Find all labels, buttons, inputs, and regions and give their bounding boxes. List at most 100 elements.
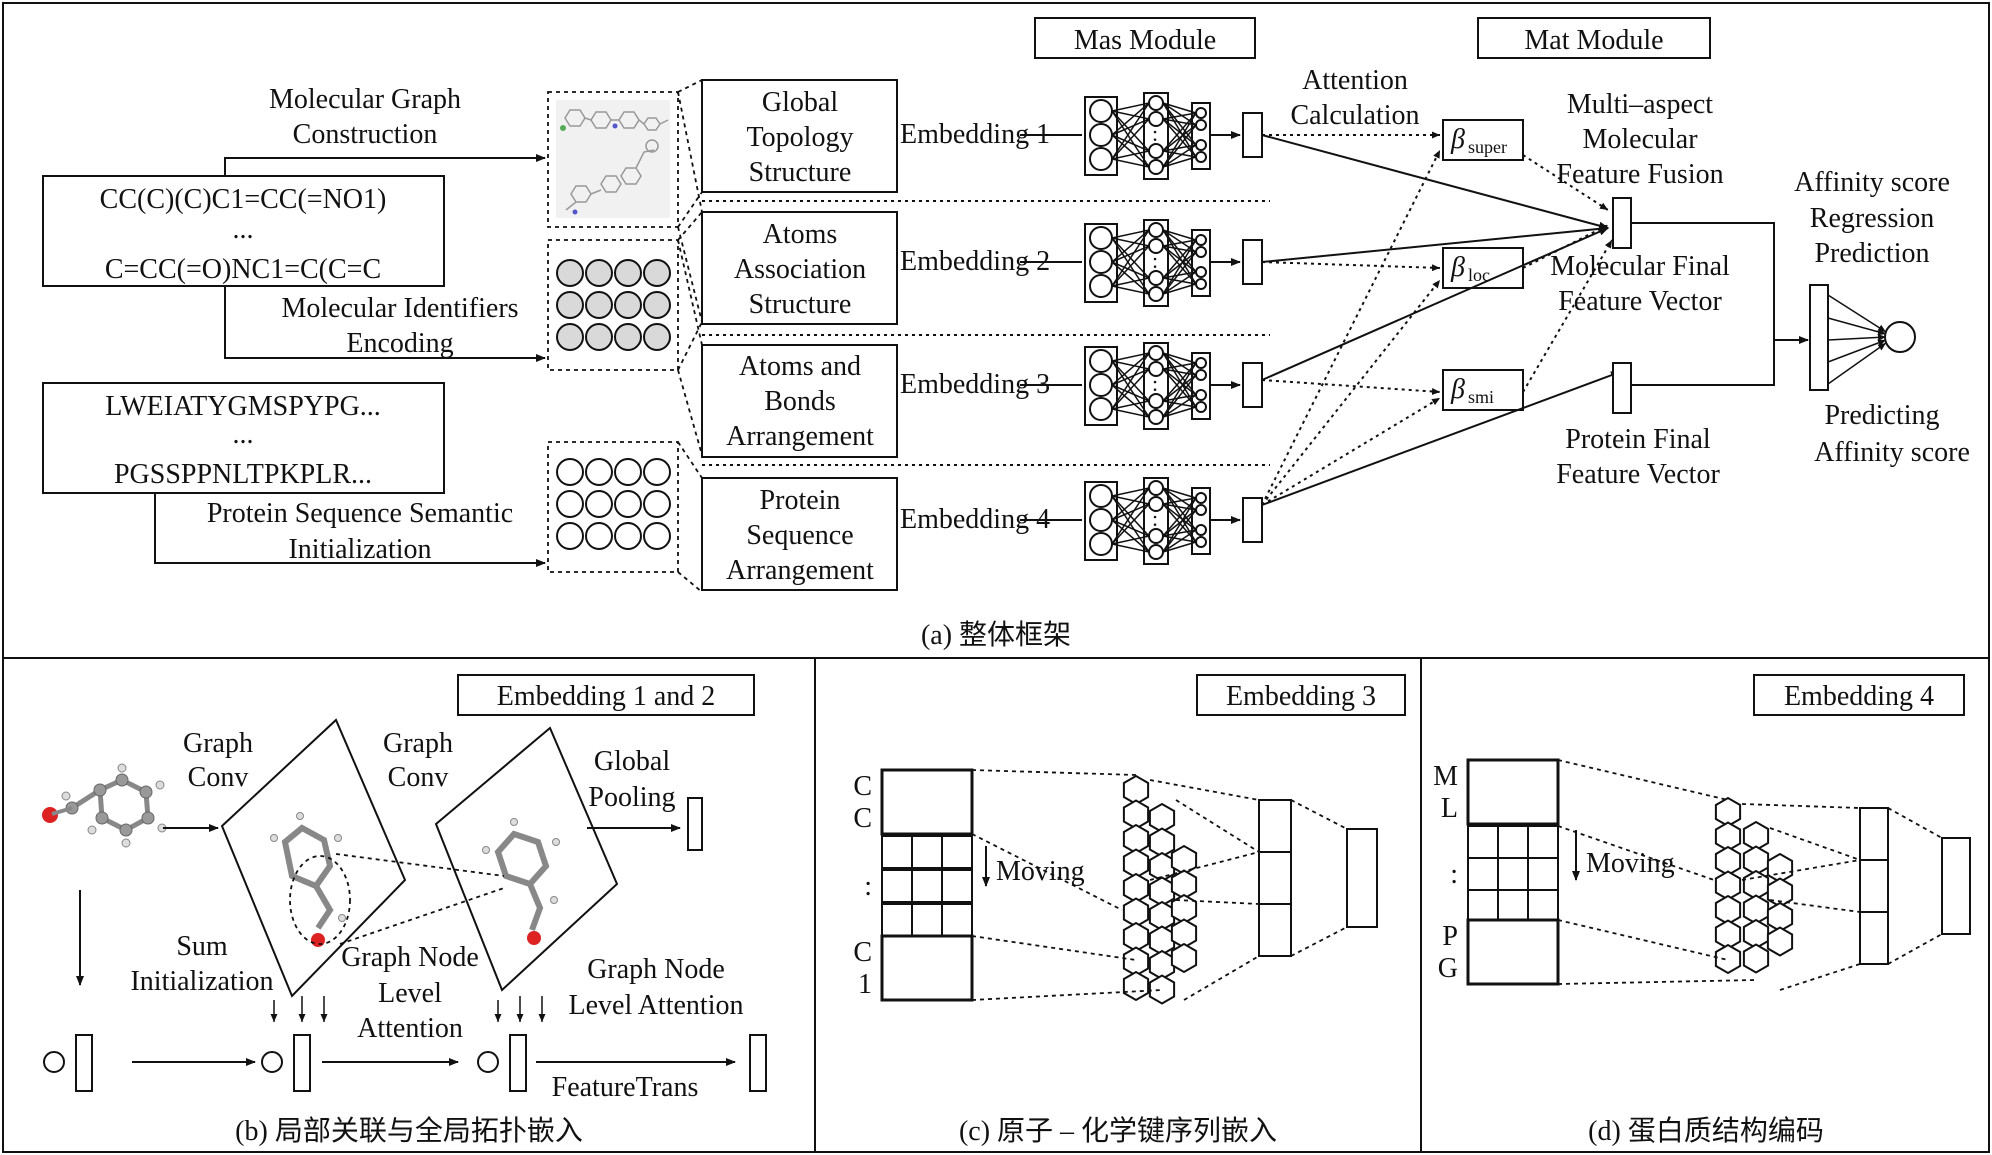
fusion-label-2: Molecular bbox=[1582, 124, 1698, 155]
projection-dash bbox=[1149, 779, 1260, 801]
protein-line-2: PGSSPPNLTPKPLR... bbox=[114, 459, 372, 490]
graph-construction-label-1: Molecular Graph bbox=[269, 84, 461, 115]
connection bbox=[1162, 251, 1197, 295]
svg-text:Atoms: Atoms bbox=[763, 219, 838, 250]
smiles-line-2: C=CC(=O)NC1=C(C=C bbox=[105, 254, 381, 285]
embedding-row: Embedding 4: bbox=[900, 477, 1263, 565]
neuron bbox=[1148, 544, 1164, 560]
graph-conv-card-1 bbox=[220, 718, 407, 998]
identifier-node bbox=[614, 259, 642, 287]
token-label: M bbox=[1433, 761, 1458, 792]
panel-b-title-box bbox=[457, 674, 755, 716]
neuron bbox=[1195, 234, 1207, 246]
final-vector bbox=[1941, 837, 1971, 935]
graph-construction-arrow bbox=[224, 154, 546, 176]
neuron bbox=[1148, 159, 1164, 175]
svg-text:loc: loc bbox=[1468, 265, 1490, 285]
neuron bbox=[1089, 532, 1113, 556]
panel-c-title: Embedding 3 bbox=[1226, 681, 1376, 712]
connection bbox=[1111, 535, 1150, 545]
neuron bbox=[1195, 151, 1207, 163]
projection-dash bbox=[1741, 803, 1861, 809]
connection bbox=[1111, 102, 1150, 160]
connection bbox=[1162, 406, 1197, 418]
token-label: L bbox=[1441, 793, 1458, 824]
conv-hexagon bbox=[1122, 970, 1150, 1002]
neuron bbox=[1195, 107, 1207, 119]
neuron bbox=[1089, 250, 1113, 274]
neuron bbox=[1195, 401, 1207, 413]
sum-init-label-2: Initialization bbox=[130, 966, 273, 997]
token-label: P bbox=[1442, 921, 1458, 952]
window-bottom bbox=[880, 934, 974, 1002]
node-attention-1-label-2: Level bbox=[378, 978, 442, 1009]
connection bbox=[1111, 368, 1150, 386]
connection bbox=[1162, 497, 1197, 537]
sum-init-label-1: Sum bbox=[176, 931, 228, 962]
regression-label-2: Regression bbox=[1810, 203, 1934, 234]
panel-d-moving-label: Moving bbox=[1586, 848, 1675, 879]
prot-final-label-2: Feature Vector bbox=[1556, 459, 1720, 490]
connection bbox=[1111, 229, 1150, 287]
identifier-encoding-label-1: Molecular Identifiers bbox=[281, 293, 518, 324]
protein-node bbox=[585, 458, 613, 486]
embedding-vector bbox=[1242, 497, 1263, 543]
connection bbox=[1111, 229, 1150, 239]
token-cell bbox=[1497, 825, 1529, 859]
projection-dash bbox=[1290, 799, 1348, 830]
connection bbox=[1162, 283, 1197, 295]
svg-text:super: super bbox=[1468, 137, 1507, 157]
connection bbox=[1162, 112, 1197, 168]
connection bbox=[1162, 156, 1197, 168]
connection bbox=[1162, 400, 1197, 408]
projection-dash bbox=[1741, 859, 1861, 881]
neuron bbox=[1148, 528, 1164, 544]
conv-hexagon bbox=[1766, 926, 1794, 957]
svg-text:Structure: Structure bbox=[749, 157, 852, 188]
svg-text:Structure: Structure bbox=[749, 289, 852, 320]
molecule-drawing bbox=[556, 100, 670, 218]
projection-dash bbox=[971, 769, 1137, 776]
panel-d-title-box bbox=[1753, 674, 1965, 716]
connection bbox=[1111, 384, 1150, 418]
connection bbox=[1111, 118, 1150, 160]
protein-node bbox=[556, 458, 584, 486]
connection bbox=[1111, 110, 1150, 120]
neuron bbox=[1195, 278, 1207, 290]
token-cell bbox=[941, 903, 973, 937]
token-label: : bbox=[1450, 859, 1458, 890]
connection bbox=[1162, 497, 1197, 505]
connection bbox=[1162, 352, 1197, 396]
protein-seq-box bbox=[42, 382, 445, 494]
connection bbox=[1162, 239, 1197, 295]
smiles-ellipsis: ... bbox=[233, 214, 254, 245]
regression-label-1: Affinity score bbox=[1794, 167, 1950, 198]
attention-label-2: Calculation bbox=[1290, 100, 1419, 131]
identifier-node bbox=[614, 323, 642, 351]
conv-output-cell bbox=[1859, 807, 1889, 861]
token-cell bbox=[881, 903, 913, 937]
identifier-node bbox=[643, 259, 671, 287]
svg-text:Atoms and: Atoms and bbox=[739, 351, 861, 382]
fusion-label-1: Multi–aspect bbox=[1567, 89, 1713, 120]
token-cell bbox=[881, 835, 913, 869]
protein-grid-box bbox=[547, 441, 679, 573]
identifier-node bbox=[585, 291, 613, 319]
svg-text:Arrangement: Arrangement bbox=[726, 421, 874, 452]
identifier-encoding-label-2: Encoding bbox=[346, 328, 453, 359]
structure-atoms-association: Atoms Association Structure bbox=[701, 211, 898, 325]
connection bbox=[1162, 535, 1197, 543]
connection bbox=[1111, 352, 1150, 362]
conv-hexagon bbox=[1714, 943, 1742, 975]
panel-d-diagram: ML:PG bbox=[1433, 758, 1971, 991]
window-top bbox=[1466, 758, 1560, 826]
identifier-node bbox=[585, 259, 613, 287]
attention-label-1: Attention bbox=[1302, 65, 1408, 96]
conv-output-cell bbox=[1258, 799, 1292, 853]
token-cell bbox=[1527, 825, 1559, 859]
projection-dash bbox=[1557, 919, 1729, 961]
protein-final-vector bbox=[1612, 362, 1632, 414]
panel-d-title: Embedding 4 bbox=[1784, 681, 1934, 712]
identifier-node bbox=[585, 323, 613, 351]
protein-init-arrow bbox=[154, 493, 546, 567]
